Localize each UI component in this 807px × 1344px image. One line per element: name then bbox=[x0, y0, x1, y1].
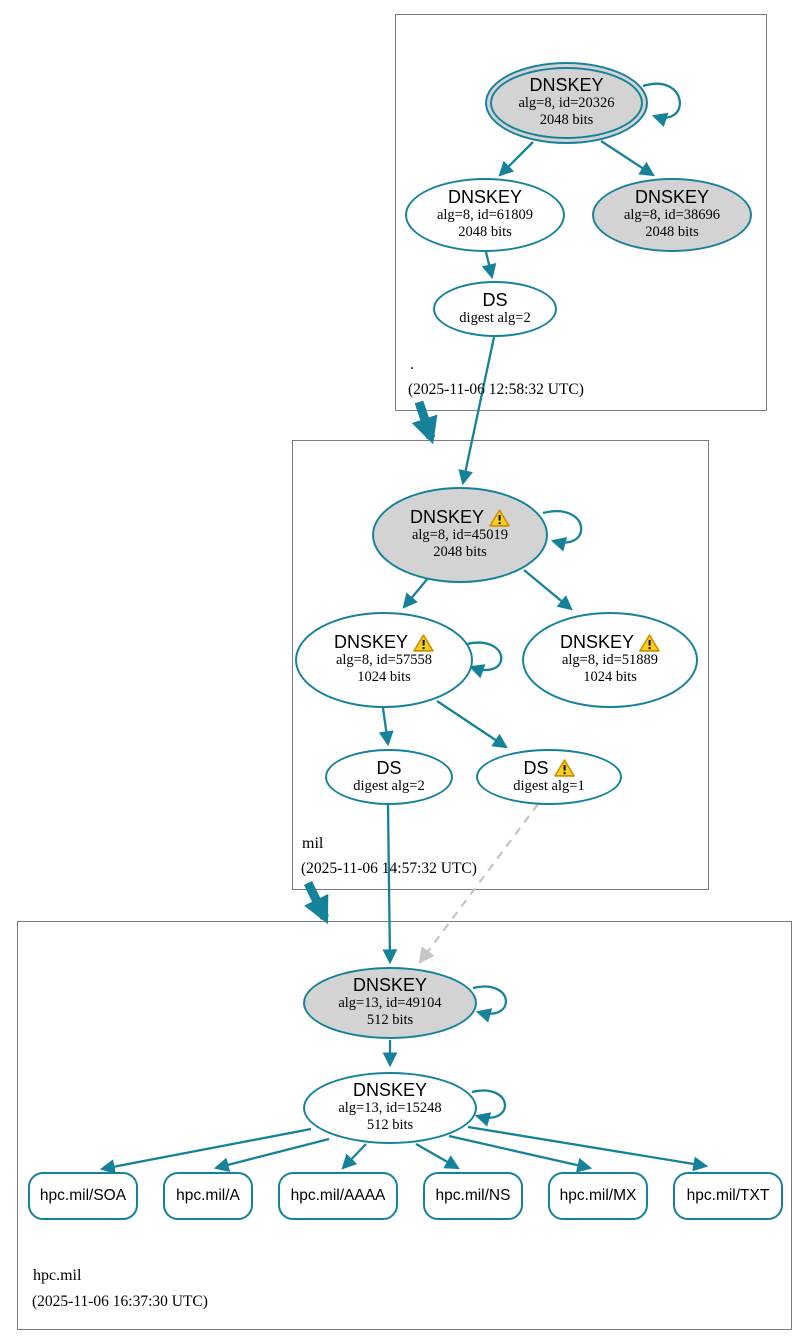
zone-timestamp-hpc-mil: (2025-11-06 16:37:30 UTC) bbox=[32, 1293, 208, 1310]
node-title: DNSKEY bbox=[529, 75, 604, 96]
edge-zsk-root-to-ds-root bbox=[481, 251, 497, 280]
node-detail: alg=8, id=51889 bbox=[561, 652, 659, 669]
edge-delegation-root-mil bbox=[411, 400, 438, 445]
edge-ds-mil-alg1-to-ksk-hpc-dashed bbox=[418, 803, 539, 964]
edge-ksk-root-to-zsk-root bbox=[498, 141, 534, 177]
node-dnskey-ksk-mil[interactable]: DNSKEY alg=8, id=45019 2048 bits bbox=[372, 487, 548, 583]
node-detail: 2048 bits bbox=[433, 544, 487, 561]
node-title: DNSKEY bbox=[352, 1080, 428, 1101]
edge-zsk-hpc-to-a bbox=[213, 1137, 330, 1173]
node-rrset-hpc-mil-ns[interactable]: hpc.mil/NS bbox=[423, 1172, 523, 1220]
node-detail: digest alg=2 bbox=[353, 777, 425, 794]
zone-box-mil bbox=[292, 440, 709, 890]
edge-ksk-root-selfloop bbox=[642, 82, 681, 127]
node-detail: alg=8, id=38696 bbox=[623, 207, 721, 224]
node-detail: digest alg=2 bbox=[459, 309, 531, 326]
edge-ds-mil-alg2-to-ksk-hpc bbox=[382, 804, 398, 965]
warning-icon bbox=[489, 509, 510, 527]
zone-box-hpc-mil bbox=[17, 921, 792, 1330]
warning-icon bbox=[413, 634, 434, 652]
edge-zsk-hpc-to-txt bbox=[467, 1125, 709, 1172]
node-detail: 2048 bits bbox=[645, 224, 699, 241]
node-dnskey-ksk-hpc[interactable]: DNSKEY alg=13, id=49104 512 bits bbox=[303, 967, 477, 1039]
node-rrset-hpc-mil-aaaa[interactable]: hpc.mil/AAAA bbox=[278, 1172, 398, 1220]
edge-zsk-hpc-to-ns bbox=[415, 1143, 460, 1170]
node-dnskey-zsk2-mil[interactable]: DNSKEY alg=8, id=51889 1024 bits bbox=[522, 612, 698, 708]
node-title: DS bbox=[376, 758, 402, 778]
warning-icon bbox=[639, 634, 660, 652]
node-detail: 512 bits bbox=[366, 1117, 414, 1134]
zone-label-hpc-mil: hpc.mil bbox=[33, 1267, 82, 1284]
node-detail: 1024 bits bbox=[357, 669, 411, 686]
node-rrset-hpc-mil-txt[interactable]: hpc.mil/TXT bbox=[673, 1172, 783, 1220]
edge-ds-root-to-ksk-mil bbox=[458, 336, 496, 486]
node-ds-mil-alg2[interactable]: DS digest alg=2 bbox=[325, 749, 453, 805]
node-dnskey-ksk-root[interactable]: DNSKEY alg=8, id=20326 2048 bits bbox=[485, 62, 648, 144]
edge-delegation-mil-hpc bbox=[303, 881, 330, 925]
node-title: DNSKEY bbox=[352, 975, 428, 996]
zone-timestamp-root: (2025-11-06 12:58:32 UTC) bbox=[408, 381, 584, 398]
edge-zsk-hpc-selfloop bbox=[471, 1089, 507, 1127]
node-detail: alg=8, id=20326 bbox=[518, 95, 615, 112]
edge-zsk-hpc-to-mx bbox=[448, 1134, 593, 1173]
zone-label-root: . bbox=[410, 356, 414, 373]
node-title: DNSKEY bbox=[447, 187, 523, 208]
edge-zsk-hpc-to-soa bbox=[99, 1127, 312, 1174]
edge-ksk-hpc-selfloop bbox=[472, 985, 508, 1023]
node-detail: 2048 bits bbox=[539, 112, 594, 129]
edge-ksk-mil-to-zsk-mil bbox=[402, 576, 430, 609]
node-title: DS bbox=[482, 290, 508, 310]
warning-icon bbox=[553, 759, 575, 778]
node-ds-root[interactable]: DS digest alg=2 bbox=[433, 281, 557, 337]
node-detail: digest alg=1 bbox=[513, 777, 585, 794]
node-dnskey-ksk2-root[interactable]: DNSKEY alg=8, id=38696 2048 bits bbox=[592, 178, 752, 252]
edge-ksk-mil-to-zsk2-mil bbox=[523, 569, 573, 611]
zone-box-root bbox=[395, 14, 767, 411]
node-detail: alg=13, id=49104 bbox=[338, 995, 442, 1012]
node-rrset-hpc-mil-a[interactable]: hpc.mil/A bbox=[163, 1172, 253, 1220]
node-detail: alg=8, id=57558 bbox=[335, 652, 433, 669]
node-detail: 2048 bits bbox=[458, 224, 512, 241]
node-title: DNSKEY bbox=[634, 187, 710, 208]
node-detail: 512 bits bbox=[366, 1012, 414, 1029]
node-detail: alg=13, id=15248 bbox=[338, 1100, 442, 1117]
zone-label-mil: mil bbox=[302, 835, 324, 852]
node-title: DNSKEY bbox=[409, 507, 485, 528]
edge-zsk-mil-selfloop bbox=[466, 641, 503, 679]
node-dnskey-zsk-root[interactable]: DNSKEY alg=8, id=61809 2048 bits bbox=[405, 178, 565, 252]
edge-zsk-hpc-to-aaaa bbox=[341, 1143, 367, 1170]
edge-ksk-root-to-ksk2-root bbox=[600, 140, 655, 177]
edge-zsk-mil-to-ds-mil-alg1 bbox=[436, 700, 508, 749]
node-title: DS bbox=[523, 758, 549, 778]
node-title: DNSKEY bbox=[559, 632, 635, 653]
node-dnskey-zsk-hpc[interactable]: DNSKEY alg=13, id=15248 512 bits bbox=[303, 1072, 477, 1144]
node-detail: alg=8, id=45019 bbox=[411, 527, 509, 544]
node-detail: alg=8, id=61809 bbox=[436, 207, 534, 224]
node-detail: 1024 bits bbox=[583, 669, 637, 686]
node-title: DNSKEY bbox=[333, 632, 409, 653]
edge-zsk-mil-to-ds-mil-alg2 bbox=[378, 707, 394, 747]
node-rrset-hpc-mil-mx[interactable]: hpc.mil/MX bbox=[548, 1172, 648, 1220]
node-rrset-hpc-mil-soa[interactable]: hpc.mil/SOA bbox=[28, 1172, 138, 1220]
zone-timestamp-mil: (2025-11-06 14:57:32 UTC) bbox=[301, 860, 477, 877]
node-ds-mil-alg1[interactable]: DS digest alg=1 bbox=[476, 749, 622, 805]
edge-ksk-mil-selfloop bbox=[542, 510, 583, 552]
node-dnskey-zsk-mil[interactable]: DNSKEY alg=8, id=57558 1024 bits bbox=[295, 612, 473, 708]
